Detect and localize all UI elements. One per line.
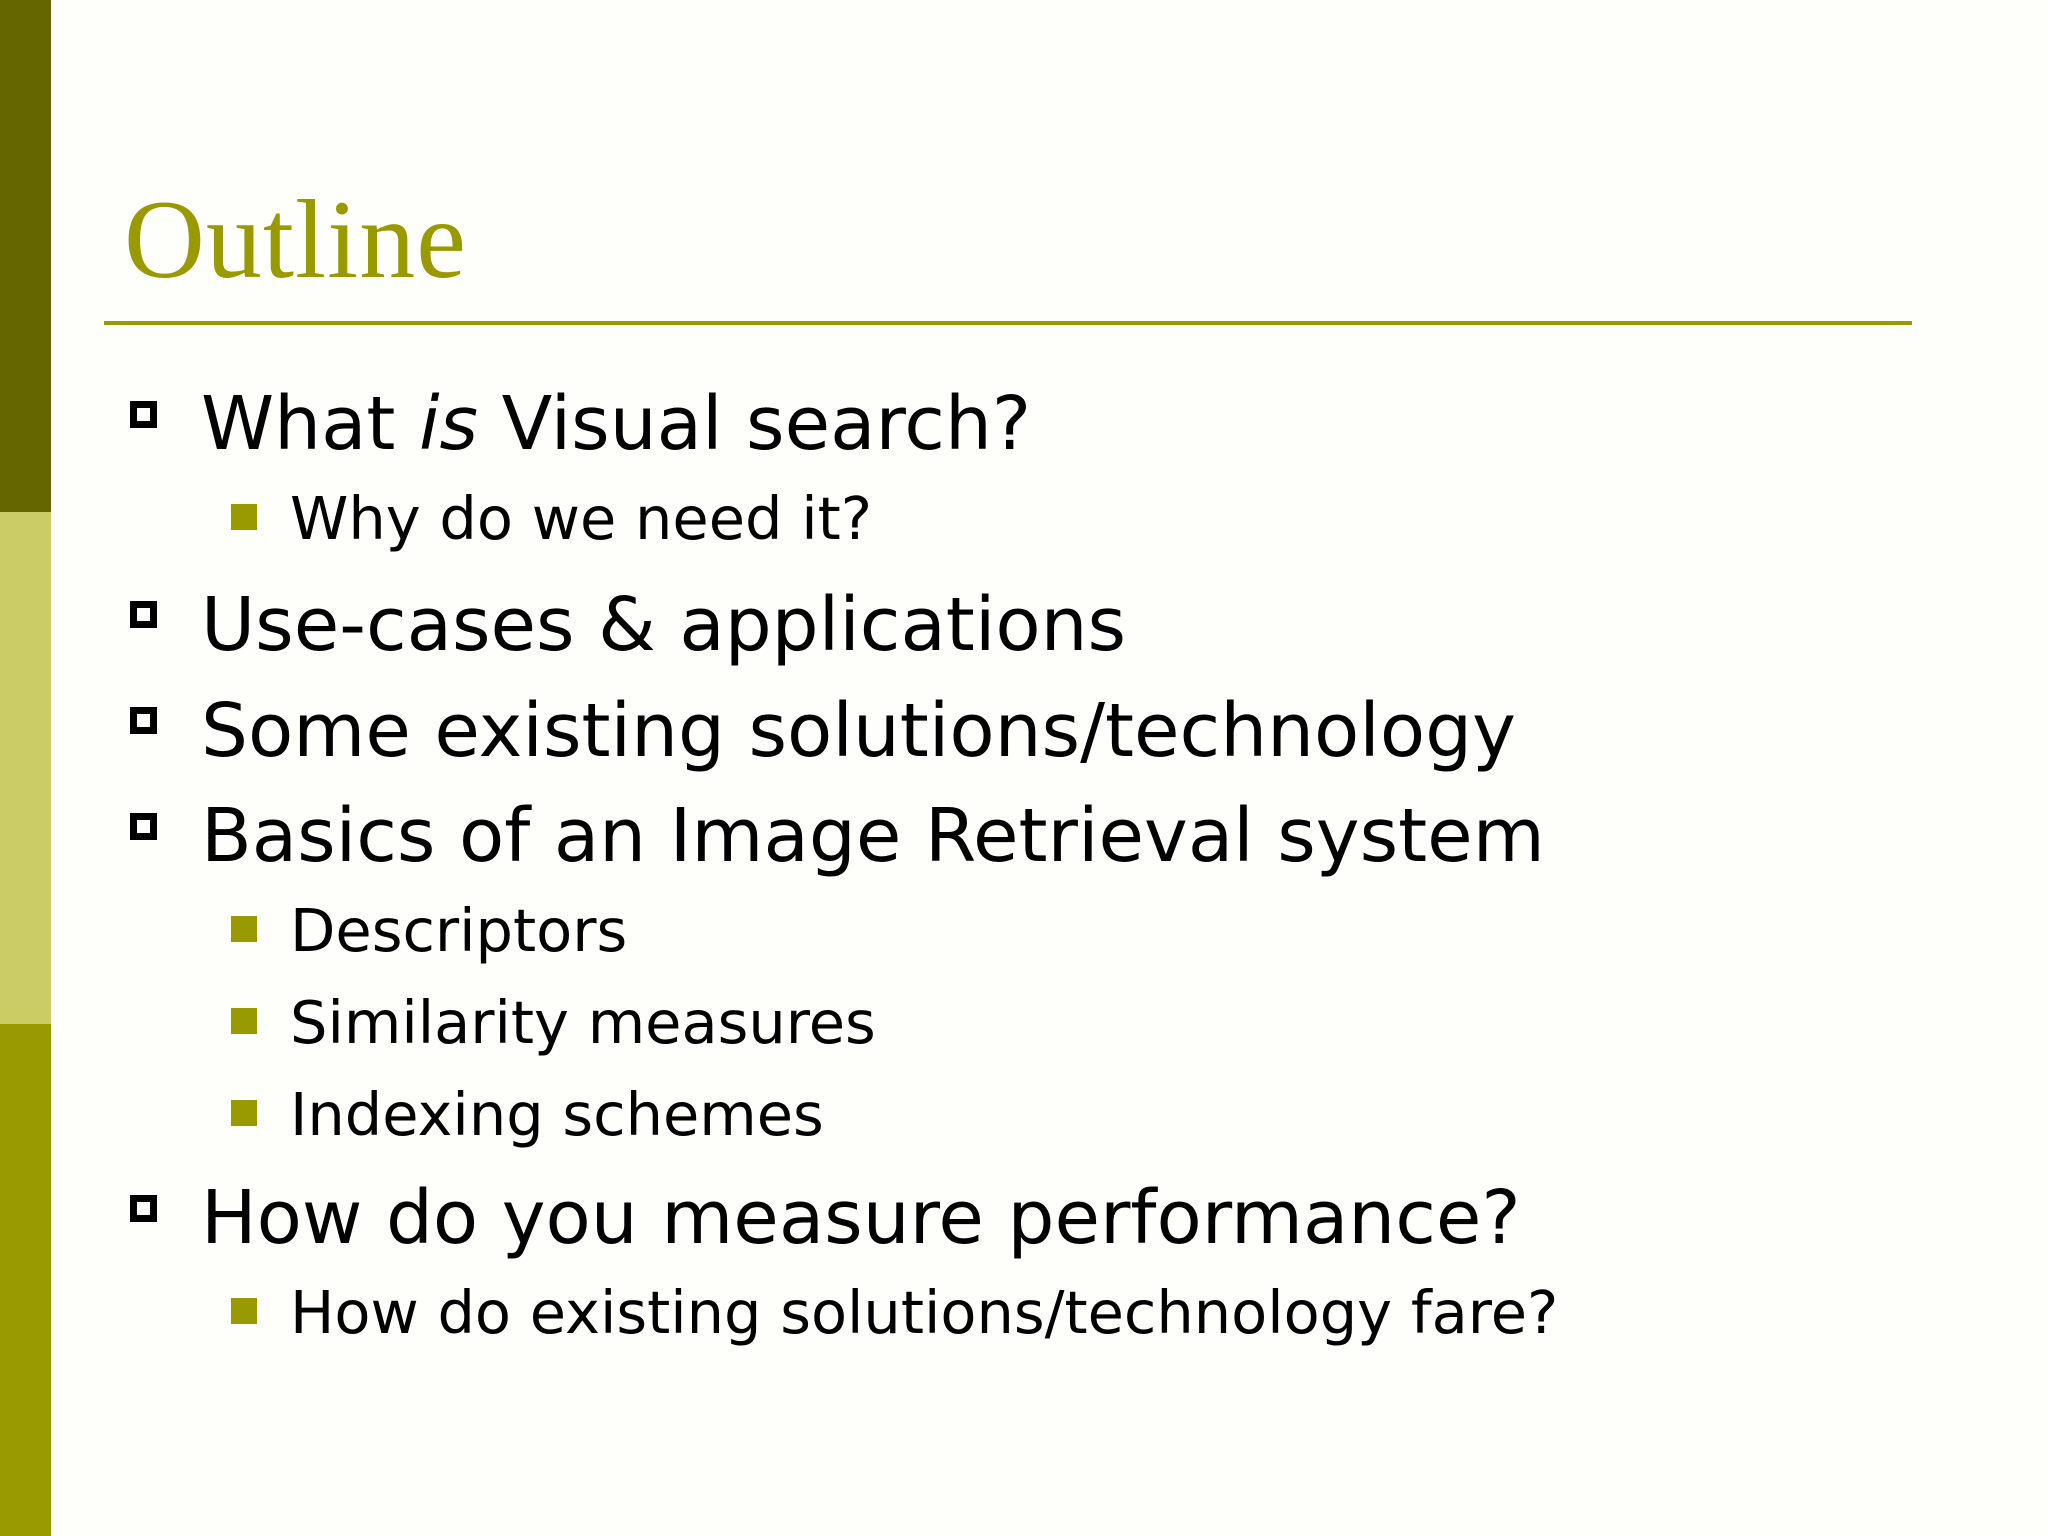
outline-item-emphasis: is — [418, 381, 479, 467]
outline-subitem-text: Descriptors — [290, 896, 628, 965]
hollow-square-bullet-icon — [130, 601, 157, 628]
filled-square-bullet-icon — [231, 1100, 257, 1126]
outline-item-text: Basics of an Image Retrieval system — [201, 793, 1545, 879]
slide-title: Outline — [124, 178, 467, 302]
outline-item: Basics of an Image Retrieval system — [0, 791, 2048, 881]
outline-item: Some existing solutions/technology — [0, 686, 2048, 776]
outline-item-text: What is Visual search? — [201, 379, 1031, 469]
outline-subitem: How do existing solutions/technology far… — [0, 1277, 2048, 1349]
sidebar-band-dark — [0, 0, 51, 512]
outline-item-text: Use-cases & applications — [201, 582, 1127, 668]
outline-subitem-text: Indexing schemes — [290, 1080, 824, 1149]
filled-square-bullet-icon — [231, 1298, 257, 1324]
sidebar-band-olive — [0, 1024, 51, 1536]
hollow-square-bullet-icon — [130, 401, 157, 428]
outline-item-text: Some existing solutions/technology — [201, 688, 1516, 774]
filled-square-bullet-icon — [231, 1008, 257, 1034]
outline-item: Use-cases & applications — [0, 580, 2048, 670]
outline-item-text-part: What — [201, 381, 419, 467]
hollow-square-bullet-icon — [130, 813, 157, 840]
filled-square-bullet-icon — [231, 504, 257, 530]
sidebar-band-light — [0, 512, 51, 1024]
hollow-square-bullet-icon — [130, 1195, 157, 1222]
outline-item: How do you measure performance? — [0, 1173, 2048, 1263]
filled-square-bullet-icon — [231, 916, 257, 942]
outline-subitem: Similarity measures — [0, 987, 2048, 1059]
outline-item-text: How do you measure performance? — [201, 1175, 1521, 1261]
outline-subitem-text: Similarity measures — [290, 988, 876, 1057]
outline-item: What is Visual search? — [0, 379, 2048, 469]
outline-subitem-text: Why do we need it? — [290, 484, 873, 553]
outline-subitem-text: How do existing solutions/technology far… — [290, 1278, 1559, 1347]
outline-subitem: Indexing schemes — [0, 1079, 2048, 1151]
hollow-square-bullet-icon — [130, 707, 157, 734]
title-underline — [104, 321, 1912, 325]
outline-item-text-part: Visual search? — [478, 381, 1032, 467]
outline-subitem: Descriptors — [0, 895, 2048, 967]
outline-subitem: Why do we need it? — [0, 483, 2048, 555]
